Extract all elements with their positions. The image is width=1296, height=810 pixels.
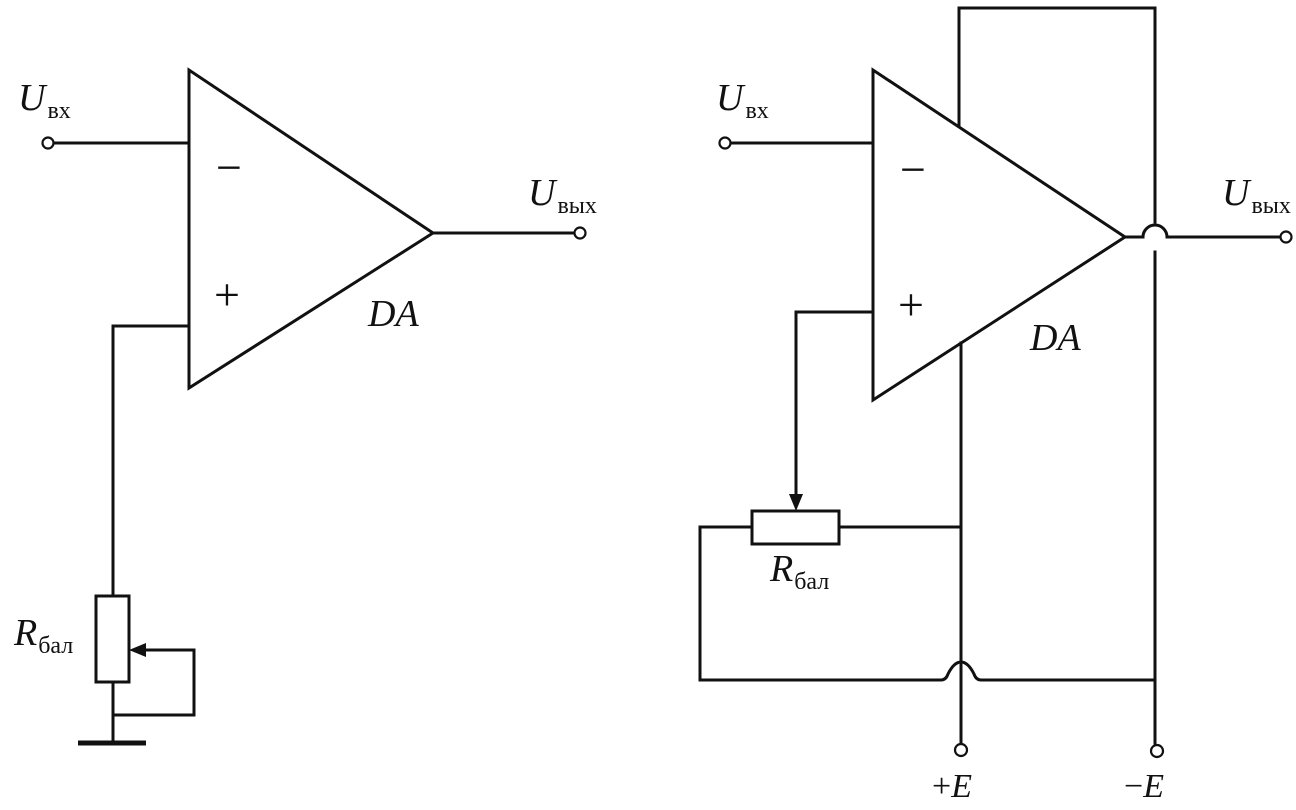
left-wiper-wire	[111, 648, 196, 717]
right-neg-supply-rail-upper	[957, 6, 1157, 224]
left-opamp	[187, 67, 436, 391]
left-input-terminal[interactable]	[41, 136, 55, 150]
right-balance-resistor	[750, 509, 841, 546]
right-output-wire	[1125, 223, 1280, 239]
left-input-label: Uвх	[18, 77, 71, 124]
right-output-terminal[interactable]	[1279, 230, 1293, 244]
left-resistor-label: Rбал	[13, 612, 73, 659]
left-balance-resistor	[94, 594, 131, 684]
left-amp-label: DA	[367, 293, 419, 335]
left-noninverting-wire	[111, 324, 191, 598]
right-plus-sign: +	[898, 279, 924, 330]
right-input-label: Uвх	[716, 77, 769, 124]
left-output-terminal[interactable]	[573, 226, 587, 240]
left-output-label: Uвых	[528, 172, 597, 219]
right-pos-supply-label: +E	[932, 768, 972, 805]
right-wiper-arrow	[789, 494, 803, 511]
right-minus-sign: −	[900, 144, 926, 195]
left-minus-sign: −	[216, 142, 242, 193]
right-output-label: Uвых	[1222, 172, 1291, 219]
right-noninverting-wire	[794, 310, 875, 498]
right-amp-label: DA	[1029, 317, 1081, 359]
right-circuit: Uвх Uвых − + DA Rбал +E −E	[698, 6, 1293, 805]
right-resistor-to-neg-wire	[698, 525, 1155, 682]
right-neg-supply-label: −E	[1124, 768, 1164, 805]
right-input-terminal[interactable]	[718, 136, 732, 150]
right-neg-supply-terminal[interactable]	[1149, 743, 1165, 759]
right-opamp	[871, 67, 1128, 403]
left-wiper-arrow	[129, 643, 146, 657]
right-pos-supply-terminal[interactable]	[953, 742, 969, 758]
left-circuit: Uвх Uвых − + DA Rбал	[13, 67, 597, 746]
right-resistor-label: Rбал	[769, 548, 829, 595]
left-plus-sign: +	[214, 269, 240, 320]
